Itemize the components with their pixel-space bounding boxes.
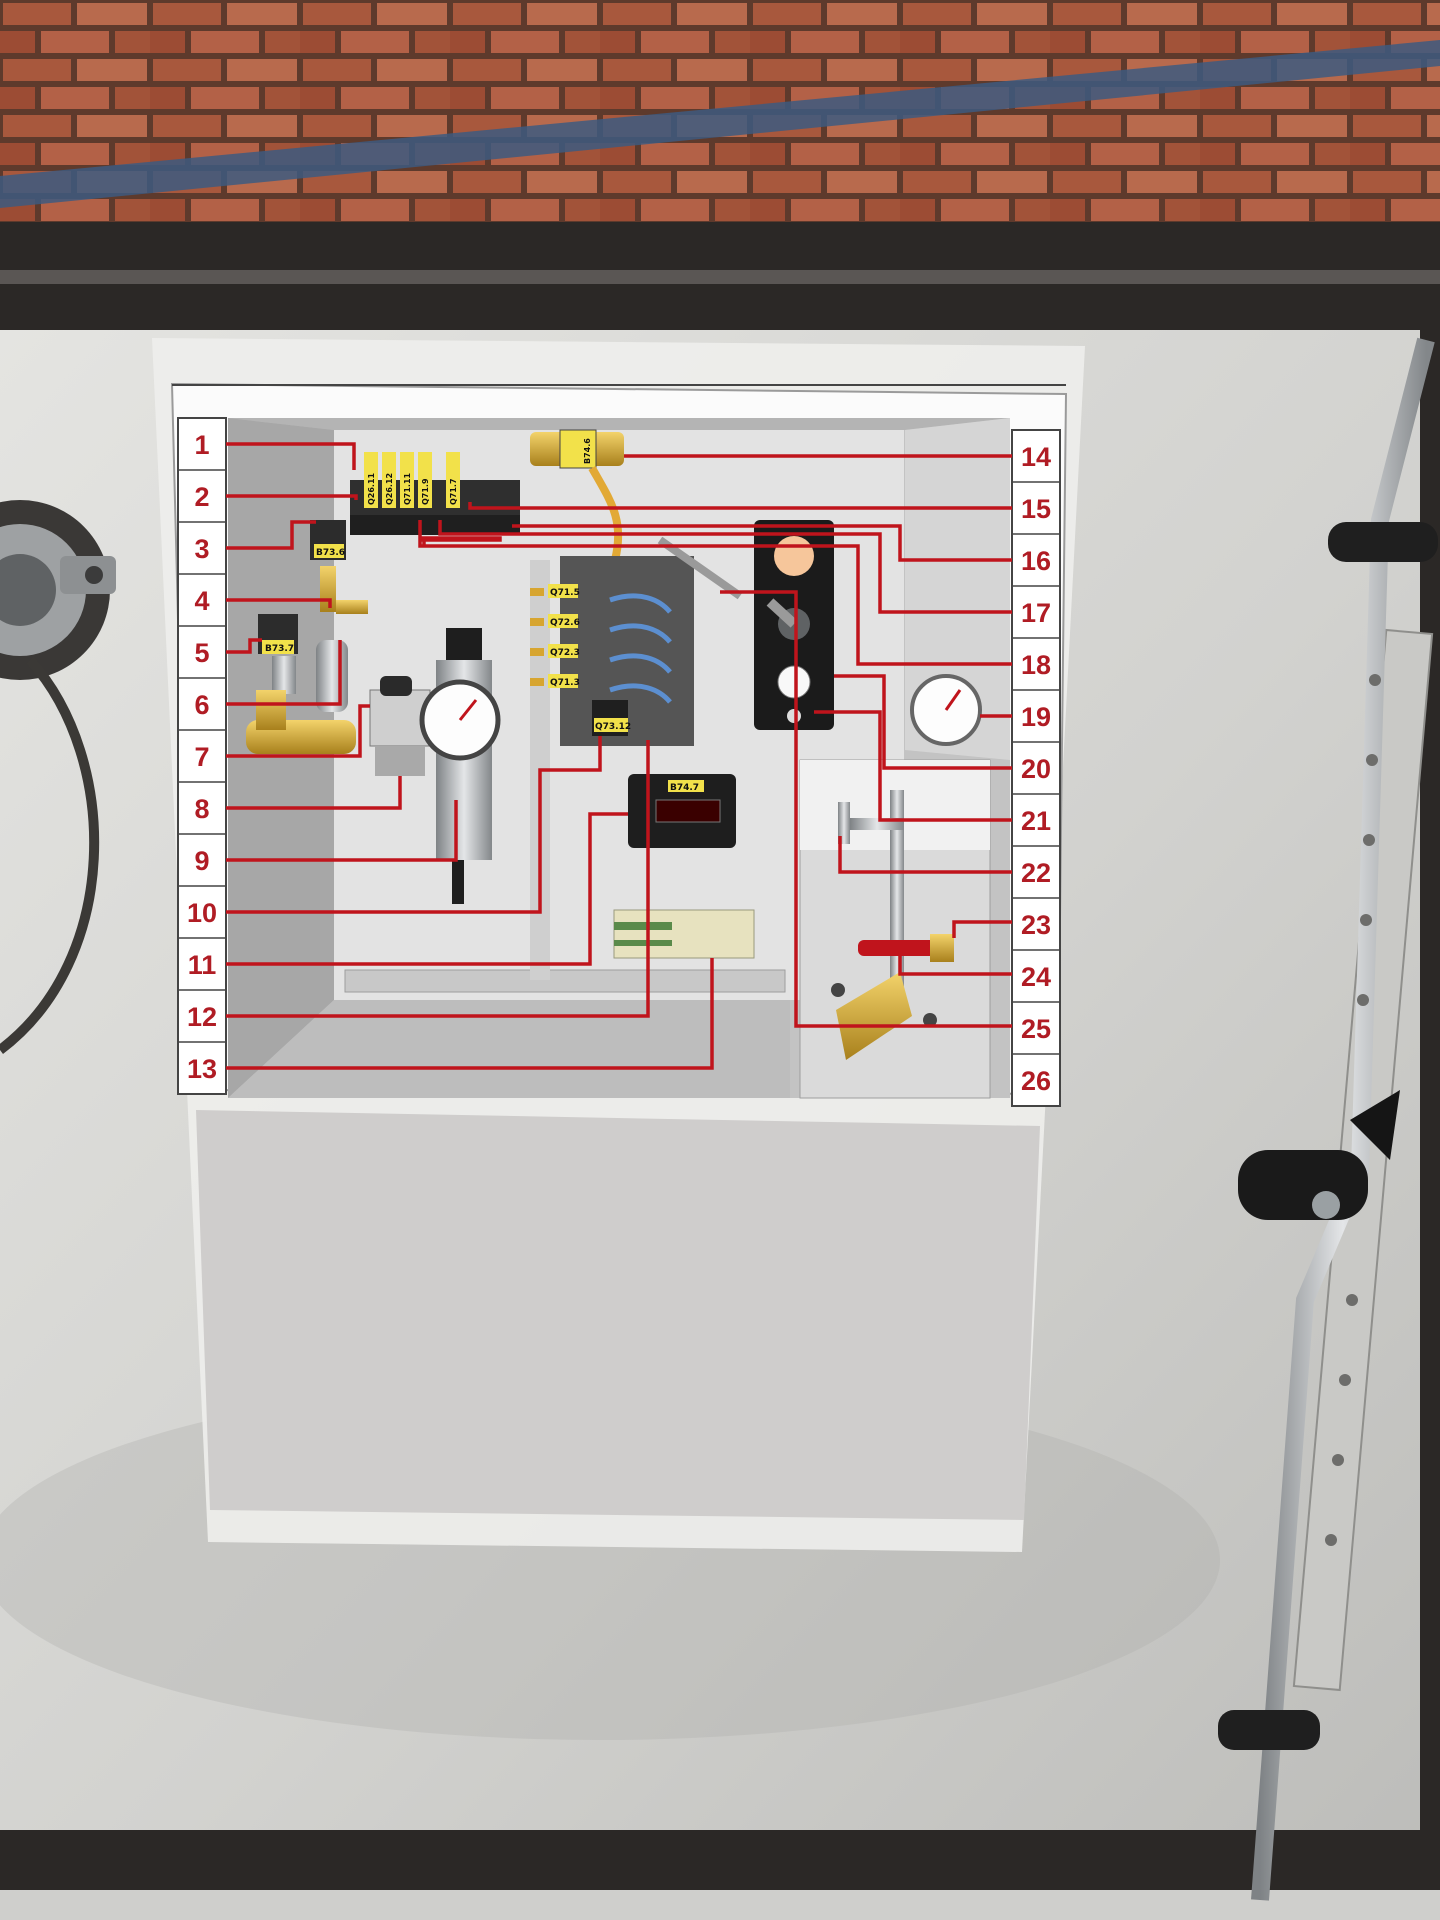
callout-16: 16 [1021, 546, 1051, 576]
callout-22: 22 [1021, 858, 1051, 888]
leader-lines [226, 442, 1012, 1070]
sensor-b73-7: B73.7 [246, 614, 356, 754]
callout-10: 10 [187, 898, 217, 928]
callout-14: 14 [1021, 442, 1051, 472]
filter-regulator [369, 628, 501, 904]
callout-24: 24 [1021, 962, 1051, 992]
cabinet-illustration: Q26.11 Q26.12 Q71.11 Q71.9 Q71.7 B74.6 B… [228, 418, 1010, 1099]
tag-b74-7: B74.7 [670, 783, 699, 793]
callout-21: 21 [1021, 806, 1051, 836]
callout-15: 15 [1021, 494, 1051, 524]
valve-tag: Q26.11 [367, 472, 376, 505]
pressure-switch-b74-6: B74.6 [530, 429, 624, 561]
terminal-strip [613, 909, 755, 959]
tag-q71-5: Q71.5 [550, 588, 580, 598]
callout-7: 7 [194, 742, 209, 772]
callout-8: 8 [194, 794, 209, 824]
top-valve-manifold: Q26.11 Q26.12 Q71.11 Q71.9 Q71.7 [350, 452, 520, 535]
tag-b73-7: B73.7 [265, 644, 294, 654]
counter-display-b74-7: B74.7 [628, 774, 736, 848]
callout-13: 13 [187, 1054, 217, 1084]
callout-5: 5 [194, 638, 209, 668]
callout-25: 25 [1021, 1014, 1051, 1044]
valve-tag: Q71.11 [403, 472, 412, 505]
callout-6: 6 [194, 690, 209, 720]
tag-q71-3: Q71.3 [550, 678, 580, 688]
tag-b73-6: B73.6 [316, 548, 345, 558]
valve-tag: Q71.7 [449, 478, 458, 505]
callout-3: 3 [194, 534, 209, 564]
callout-17: 17 [1021, 598, 1051, 628]
callout-1: 1 [194, 430, 209, 460]
callout-12: 12 [187, 1002, 217, 1032]
door-lock-handle[interactable] [0, 500, 116, 1054]
right-callout-column: 14 15 16 17 18 19 20 21 22 23 24 25 26 [1011, 429, 1061, 1107]
side-pressure-gauge [910, 674, 982, 746]
tag-q72-3: Q72.3 [550, 648, 580, 658]
valve-tag: Q71.9 [421, 478, 430, 505]
valve-block: Q71.5 Q72.6 Q72.3 Q71.3 Q73.12 [530, 536, 743, 746]
callout-4: 4 [194, 586, 209, 616]
callout-20: 20 [1021, 754, 1051, 784]
callout-9: 9 [194, 846, 209, 876]
left-callout-column: 1 2 3 4 5 6 7 8 9 10 11 12 13 [177, 417, 227, 1095]
control-panel [754, 520, 834, 730]
callout-11: 11 [188, 950, 217, 980]
callout-2: 2 [194, 482, 209, 512]
callout-19: 19 [1021, 702, 1051, 732]
tag-q73-12: Q73.12 [595, 722, 631, 732]
tag-b74-6: B74.6 [583, 438, 592, 464]
valve-tag: Q26.12 [385, 473, 394, 505]
door-rod-mechanism [1218, 337, 1438, 1901]
callout-26: 26 [1021, 1066, 1051, 1096]
tag-q72-6: Q72.6 [550, 618, 580, 628]
callout-23: 23 [1021, 910, 1051, 940]
lower-plumbing [831, 790, 954, 1060]
callout-18: 18 [1021, 650, 1051, 680]
